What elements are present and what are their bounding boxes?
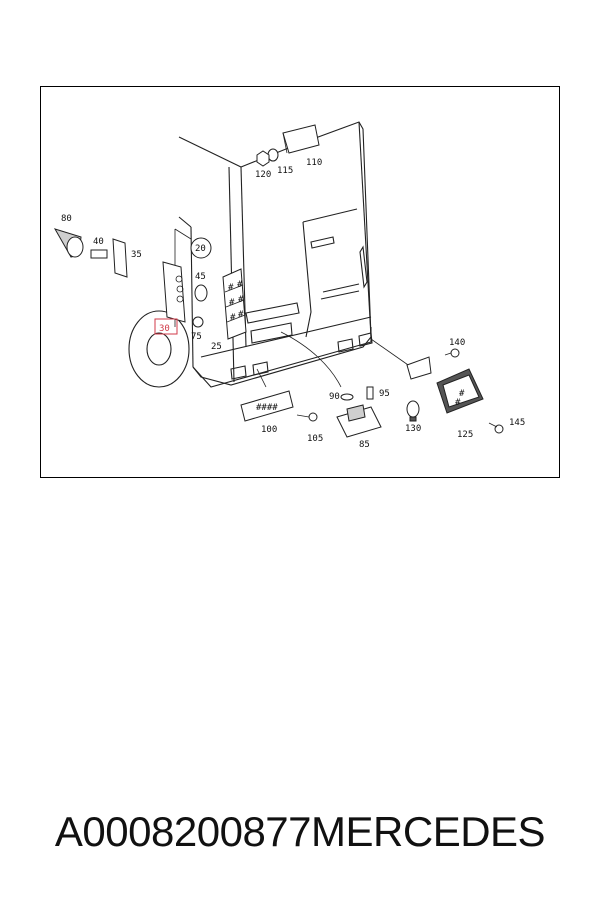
label-35: 35 <box>131 250 142 260</box>
label-80: 80 <box>61 214 72 224</box>
svg-text:#: # <box>455 398 461 408</box>
part-125-lamp: # # 125 <box>436 368 484 440</box>
part-number: A0008200877 <box>54 808 312 855</box>
label-120: 120 <box>255 170 271 180</box>
svg-text:#: # <box>230 313 236 323</box>
part-130-bulb: 130 <box>405 400 421 434</box>
label-125: 125 <box>457 430 473 440</box>
part-45-bulb: 45 <box>194 272 208 302</box>
label-105: 105 <box>307 434 323 444</box>
label-25: 25 <box>211 342 222 352</box>
part-caption: A0008200877 MERCEDES <box>0 800 600 864</box>
label-100: 100 <box>261 425 277 435</box>
parts-diagram: # # # # # # 80 40 35 <box>53 121 525 450</box>
part-140-screw: 140 <box>406 338 465 380</box>
svg-text:#: # <box>238 310 244 320</box>
label-20: 20 <box>195 244 206 254</box>
parts-diagram-frame: # # # # # # 80 40 35 <box>40 86 560 478</box>
part-75-bulb: 75 <box>191 316 204 342</box>
part-105-screw: 105 <box>296 412 323 444</box>
van-body: # # # # # # <box>178 121 373 388</box>
label-115: 115 <box>277 166 293 176</box>
part-90-bulb: 90 <box>329 392 354 402</box>
label-75: 75 <box>191 332 202 342</box>
part-145-screw: 145 <box>488 418 525 434</box>
part-80-grommet: 80 <box>53 214 84 258</box>
part-110-marker-lamp: 110 <box>282 124 322 168</box>
svg-text:#: # <box>459 389 465 399</box>
label-145: 145 <box>509 418 525 428</box>
label-40: 40 <box>93 237 104 247</box>
label-85: 85 <box>359 440 370 450</box>
label-110: 110 <box>306 158 322 168</box>
part-100-plate-lamp: #### 100 <box>240 368 294 435</box>
spare-tyre <box>128 310 190 388</box>
label-140: 140 <box>449 338 465 348</box>
svg-text:#: # <box>228 283 234 293</box>
part-120-nut: 120 <box>255 150 271 180</box>
part-85-socket: 85 <box>336 404 382 450</box>
label-30: 30 <box>159 324 170 334</box>
part-95-connector: 95 <box>366 386 390 400</box>
label-95: 95 <box>379 389 390 399</box>
label-45: 45 <box>195 272 206 282</box>
label-130: 130 <box>405 424 421 434</box>
svg-text:#: # <box>229 298 235 308</box>
svg-text:####: #### <box>256 403 278 413</box>
label-90: 90 <box>329 392 340 402</box>
brand-name: MERCEDES <box>311 808 546 855</box>
part-40-connector: 40 <box>90 237 108 259</box>
part-35-bracket: 35 <box>112 238 142 278</box>
part-30-lamp-holder: 30 <box>154 261 186 335</box>
svg-text:#: # <box>237 280 243 290</box>
svg-text:#: # <box>238 295 244 305</box>
